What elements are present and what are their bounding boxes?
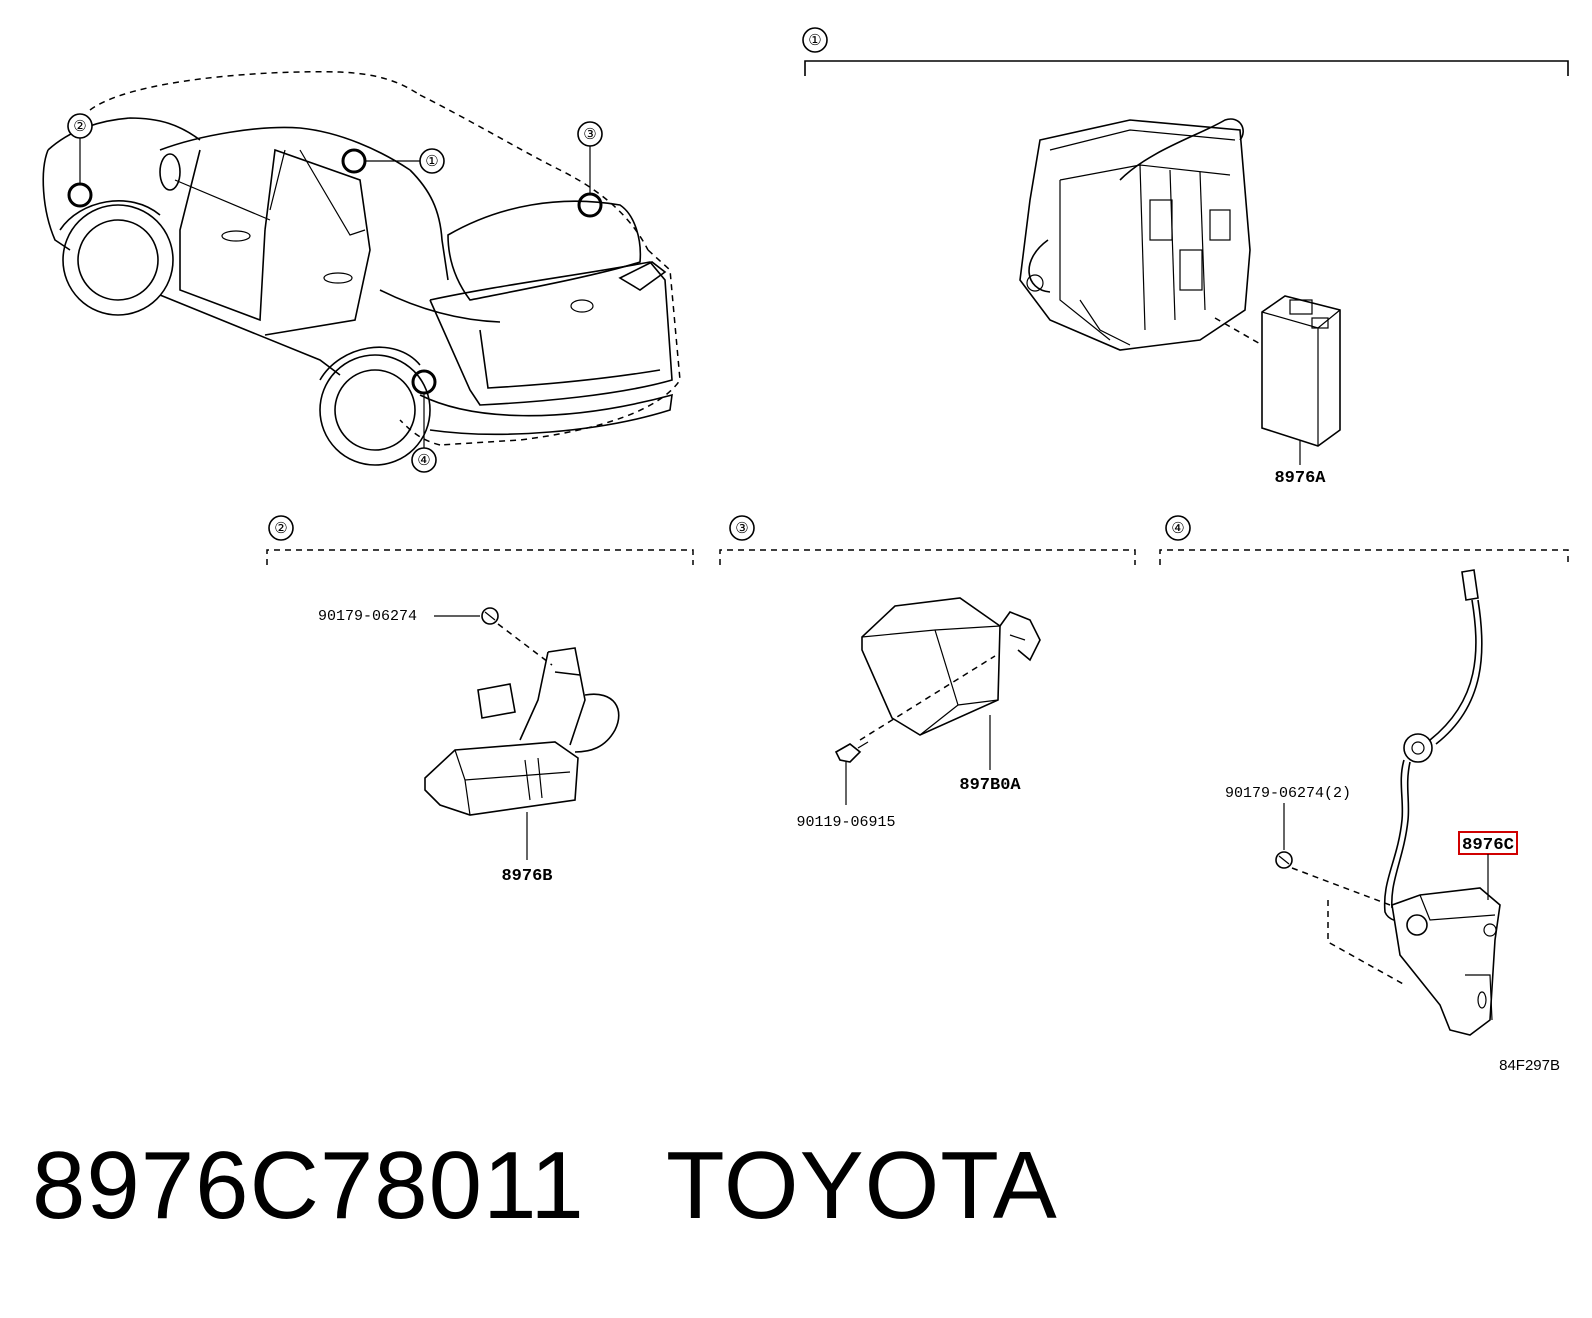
marker-4	[411, 369, 437, 395]
car-callout-3: ③	[577, 121, 603, 147]
marker-1	[341, 148, 367, 174]
bolt-label-section-2[interactable]: 90179-06274	[318, 608, 417, 625]
section-4-number: ④	[1171, 520, 1184, 537]
svg-text:④: ④	[417, 452, 430, 469]
sensor-8976B-drawing	[424, 647, 620, 816]
bolt-label-section-3[interactable]: 90119-06915	[796, 814, 895, 831]
caption-brand: TOYOTA	[666, 1132, 1058, 1239]
caption-spacer	[585, 1132, 666, 1239]
part-label-8976C[interactable]: 8976C	[1462, 836, 1514, 855]
section-2-number: ②	[274, 520, 287, 537]
nut-icon	[1275, 851, 1293, 869]
car-callout-2: ②	[67, 113, 93, 139]
part-label-8976B[interactable]: 8976B	[501, 867, 552, 886]
svg-text:①: ①	[425, 153, 438, 170]
section-4: ④ 90179-06274(2) 8976C 84F297B	[1159, 515, 1569, 1074]
part-label-897B0A[interactable]: 897B0A	[959, 776, 1021, 795]
car-callout-1: ①	[419, 148, 445, 174]
part-caption: 8976C78011 TOYOTA	[32, 1138, 1058, 1234]
svg-text:②: ②	[73, 118, 86, 135]
part-label-8976A[interactable]: 8976A	[1274, 469, 1326, 488]
marker-3	[577, 192, 603, 218]
marker-2	[67, 182, 93, 208]
car-callout-4: ④	[411, 447, 437, 473]
svg-text:③: ③	[583, 126, 596, 143]
bolt-label-section-4[interactable]: 90179-06274(2)	[1225, 785, 1351, 802]
junction-block-drawing	[1019, 118, 1251, 351]
caption-part-number: 8976C78011	[32, 1132, 585, 1239]
screw-icon	[834, 741, 869, 763]
sensor-8976C-drawing	[1383, 569, 1501, 1036]
module-897B0A-drawing	[861, 597, 1041, 736]
section-1-number: ①	[808, 32, 821, 49]
bolt-icon	[481, 607, 499, 625]
ecu-8976A-drawing	[1261, 295, 1341, 447]
section-3-number: ③	[735, 520, 748, 537]
vehicle-overview: ① ② ③ ④	[42, 71, 681, 473]
diagram-reference-code: 84F297B	[1499, 1057, 1560, 1074]
section-3: ③ 90119-06915 897B0A	[719, 515, 1136, 831]
section-1: ① 8976A	[802, 27, 1569, 488]
section-2: ② 90179-06274 8976B	[266, 515, 694, 886]
